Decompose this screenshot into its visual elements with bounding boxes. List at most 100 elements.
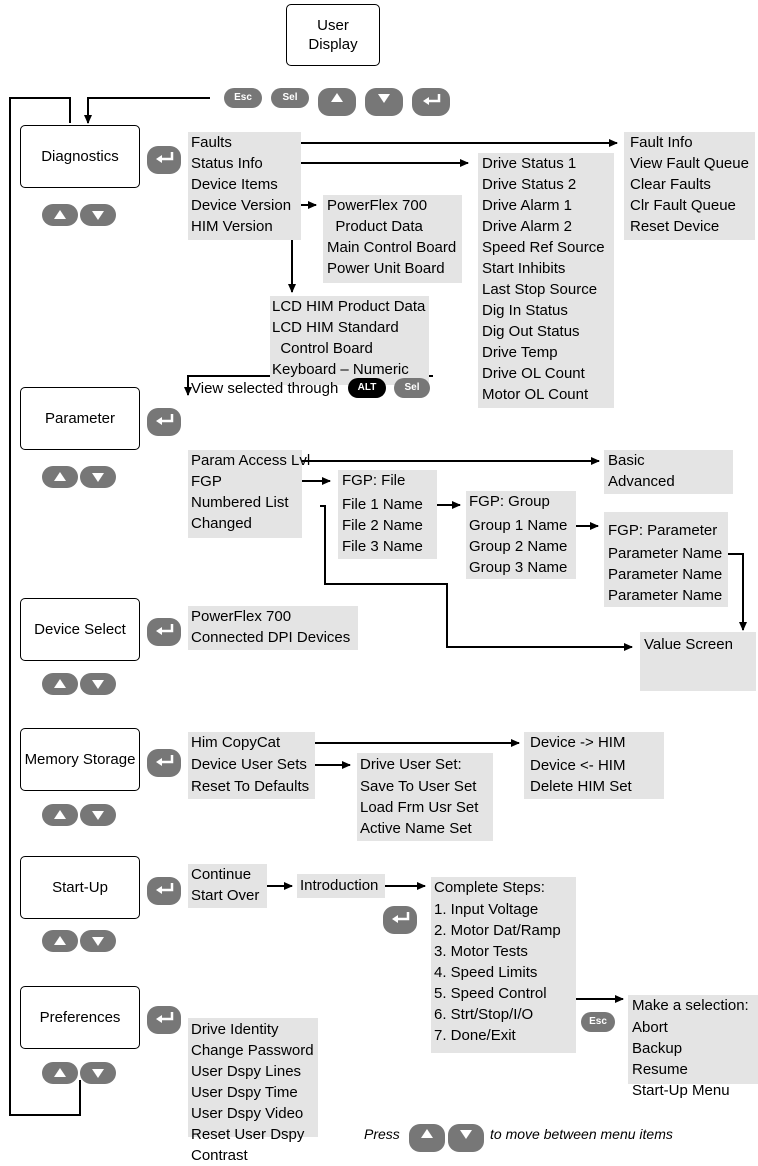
user-set-item[interactable]: Load Frm Usr Set xyxy=(360,799,479,816)
enter-key[interactable] xyxy=(147,749,181,777)
start-up-item[interactable]: Continue xyxy=(191,866,252,883)
step-item[interactable]: 7. Done/Exit xyxy=(434,1027,516,1044)
up-arrow-key[interactable] xyxy=(42,930,78,952)
down-arrow-key[interactable] xyxy=(80,1062,116,1084)
alt-key[interactable]: ALT xyxy=(348,378,386,398)
up-arrow-key[interactable] xyxy=(42,1062,78,1084)
status-info-item[interactable]: Last Stop Source xyxy=(482,281,598,298)
introduction-label[interactable]: Introduction xyxy=(300,877,379,894)
down-arrow-key[interactable] xyxy=(80,466,116,488)
diag-item-status-info[interactable]: Status Info xyxy=(191,155,263,172)
selection-item[interactable]: Start-Up Menu xyxy=(632,1082,730,1099)
parameter-box[interactable]: Parameter xyxy=(20,387,140,450)
user-set-item[interactable]: Save To User Set xyxy=(360,778,477,795)
step-item[interactable]: 5. Speed Control xyxy=(434,985,547,1002)
step-item[interactable]: 2. Motor Dat/Ramp xyxy=(434,922,561,939)
up-arrow-key[interactable] xyxy=(318,88,356,116)
step-item[interactable]: 4. Speed Limits xyxy=(434,964,538,981)
device-version-item[interactable]: PowerFlex 700 xyxy=(327,197,428,214)
preferences-item[interactable]: User Dspy Time xyxy=(191,1084,298,1101)
device-version-item[interactable]: Main Control Board xyxy=(327,239,457,256)
group-item[interactable]: Group 2 Name xyxy=(469,538,568,555)
him-version-item[interactable]: Keyboard – Numeric xyxy=(272,361,409,378)
file-item[interactable]: File 1 Name xyxy=(342,496,423,513)
preferences-item[interactable]: Reset User Dspy xyxy=(191,1126,305,1143)
diag-item-him-version[interactable]: HIM Version xyxy=(191,218,273,235)
enter-key[interactable] xyxy=(147,1006,181,1034)
value-screen-label[interactable]: Value Screen xyxy=(644,636,733,653)
enter-key[interactable] xyxy=(383,906,417,934)
file-item[interactable]: File 2 Name xyxy=(342,517,423,534)
enter-key[interactable] xyxy=(147,618,181,646)
device-version-item[interactable]: Power Unit Board xyxy=(327,260,445,277)
access-level-item[interactable]: Advanced xyxy=(608,473,675,490)
selection-item[interactable]: Backup xyxy=(632,1040,683,1057)
sel-key[interactable]: Sel xyxy=(271,88,309,108)
preferences-item[interactable]: Drive Identity xyxy=(191,1021,279,1038)
diagnostics-box[interactable]: Diagnostics xyxy=(20,125,140,188)
up-arrow-key[interactable] xyxy=(42,466,78,488)
preferences-box[interactable]: Preferences xyxy=(20,986,140,1049)
device-select-item[interactable]: PowerFlex 700 xyxy=(191,608,292,625)
him-version-item[interactable]: LCD HIM Product Data xyxy=(272,298,426,315)
step-item[interactable]: 6. Strt/Stop/I/O xyxy=(434,1006,534,1023)
fault-info-item[interactable]: Fault Info xyxy=(630,134,693,151)
parameter-name-item[interactable]: Parameter Name xyxy=(608,566,723,583)
down-arrow-key[interactable] xyxy=(80,204,116,226)
device-select-item[interactable]: Connected DPI Devices xyxy=(191,629,351,646)
down-arrow-key[interactable] xyxy=(80,673,116,695)
param-item[interactable]: Param Access Lvl xyxy=(191,452,311,469)
sel-key[interactable]: Sel xyxy=(394,378,430,398)
copycat-header[interactable]: Device -> HIM xyxy=(530,734,626,751)
step-item[interactable]: 1. Input Voltage xyxy=(434,901,539,918)
fault-info-item[interactable]: View Fault Queue xyxy=(630,155,749,172)
preferences-item[interactable]: User Dspy Lines xyxy=(191,1063,302,1080)
memory-storage-box[interactable]: Memory Storage xyxy=(20,728,140,791)
memory-item[interactable]: Device User Sets xyxy=(191,756,307,773)
status-info-item[interactable]: Start Inhibits xyxy=(482,260,566,277)
status-info-item[interactable]: Dig Out Status xyxy=(482,323,580,340)
copycat-item[interactable]: Delete HIM Set xyxy=(530,778,632,795)
enter-key[interactable] xyxy=(147,877,181,905)
selection-item[interactable]: Abort xyxy=(632,1019,668,1036)
copycat-item[interactable]: Device <- HIM xyxy=(530,757,626,774)
access-level-item[interactable]: Basic xyxy=(608,452,645,469)
up-arrow-key[interactable] xyxy=(42,804,78,826)
device-version-item[interactable]: Product Data xyxy=(327,218,423,235)
status-info-item[interactable]: Drive OL Count xyxy=(482,365,585,382)
group-item[interactable]: Group 1 Name xyxy=(469,517,568,534)
enter-key[interactable] xyxy=(147,408,181,436)
memory-item[interactable]: Him CopyCat xyxy=(191,734,281,751)
user-display-box[interactable]: User Display xyxy=(286,4,380,66)
enter-key[interactable] xyxy=(412,88,450,116)
parameter-name-item[interactable]: Parameter Name xyxy=(608,587,723,604)
fault-info-item[interactable]: Reset Device xyxy=(630,218,720,235)
start-up-box[interactable]: Start-Up xyxy=(20,856,140,919)
status-info-item[interactable]: Drive Alarm 2 xyxy=(482,218,573,235)
preferences-item[interactable]: User Dspy Video xyxy=(191,1105,304,1122)
selection-item[interactable]: Resume xyxy=(632,1061,688,1078)
down-arrow-key[interactable] xyxy=(80,804,116,826)
status-info-item[interactable]: Drive Temp xyxy=(482,344,558,361)
him-version-item[interactable]: Control Board xyxy=(272,340,373,357)
esc-key[interactable]: Esc xyxy=(581,1012,615,1032)
fault-info-item[interactable]: Clr Fault Queue xyxy=(630,197,736,214)
param-item[interactable]: Numbered List xyxy=(191,494,289,511)
status-info-item[interactable]: Drive Alarm 1 xyxy=(482,197,573,214)
file-item[interactable]: File 3 Name xyxy=(342,538,423,555)
diag-item-faults[interactable]: Faults xyxy=(191,134,232,151)
memory-item[interactable]: Reset To Defaults xyxy=(191,778,310,795)
status-info-item[interactable]: Drive Status 1 xyxy=(482,155,577,172)
device-select-box[interactable]: Device Select xyxy=(20,598,140,661)
parameter-name-item[interactable]: Parameter Name xyxy=(608,545,723,562)
user-set-item[interactable]: Active Name Set xyxy=(360,820,472,837)
status-info-item[interactable]: Speed Ref Source xyxy=(482,239,605,256)
status-info-item[interactable]: Motor OL Count xyxy=(482,386,589,403)
diag-item-device-items[interactable]: Device Items xyxy=(191,176,278,193)
him-version-item[interactable]: LCD HIM Standard xyxy=(272,319,399,336)
up-arrow-key[interactable] xyxy=(42,673,78,695)
esc-key[interactable]: Esc xyxy=(224,88,262,108)
down-arrow-key[interactable] xyxy=(365,88,403,116)
group-item[interactable]: Group 3 Name xyxy=(469,559,568,576)
preferences-item[interactable]: Change Password xyxy=(191,1042,314,1059)
